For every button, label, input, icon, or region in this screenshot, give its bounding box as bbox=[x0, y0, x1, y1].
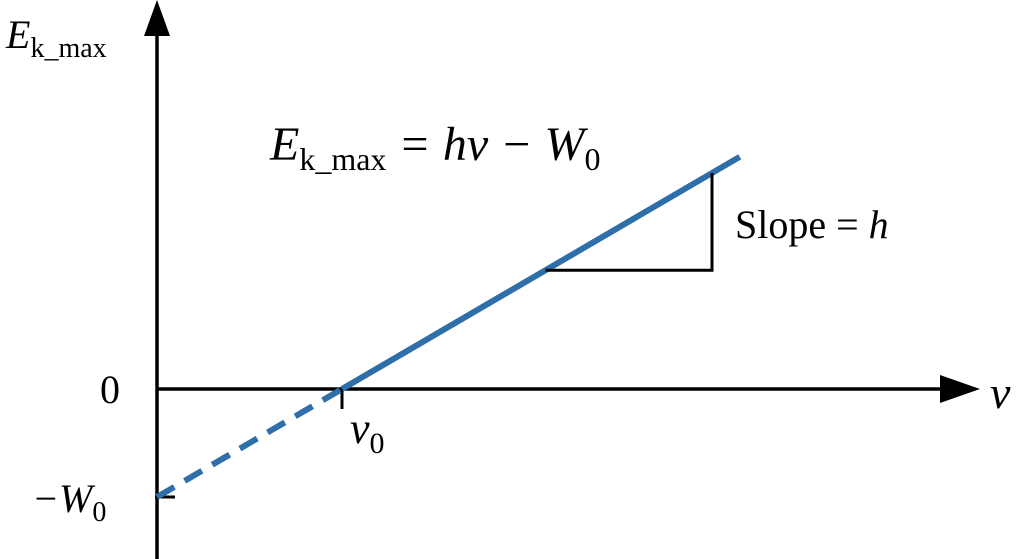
y-axis-label: Ek_max bbox=[5, 12, 107, 64]
series-line-dashed bbox=[155, 386, 344, 500]
y-tick-label-zero: 0 bbox=[100, 367, 120, 412]
y-tick-label-intercept-main: −W bbox=[32, 476, 96, 521]
y-tick-label-intercept: −W0 bbox=[32, 476, 106, 528]
y-axis-label-sub: k_max bbox=[30, 33, 106, 64]
slope-triangle bbox=[545, 173, 714, 272]
equation-lhs-sub: k_max bbox=[299, 141, 386, 177]
series-line-solid bbox=[340, 154, 742, 392]
slope-annotation-text: Slope = bbox=[735, 202, 869, 247]
equation-label: Ek_max = hν − W0 bbox=[269, 118, 601, 177]
x-tick-label-threshold-sub: 0 bbox=[370, 427, 385, 460]
slope-annotation: Slope = h bbox=[735, 202, 889, 247]
slope-annotation-italic: h bbox=[869, 202, 889, 247]
x-axis-label: ν bbox=[990, 367, 1011, 418]
equation-rhs-sub: 0 bbox=[585, 141, 601, 177]
x-tick-label-threshold: ν0 bbox=[350, 404, 385, 460]
y-axis-arrow bbox=[144, 0, 170, 36]
equation-lhs-main: E bbox=[269, 118, 299, 171]
x-axis-arrow bbox=[940, 375, 980, 403]
x-tick-label-threshold-main: ν bbox=[350, 404, 370, 453]
y-tick-label-intercept-sub: 0 bbox=[92, 497, 106, 528]
equation-rhs: = hν − W bbox=[386, 118, 588, 171]
y-axis-label-main: E bbox=[5, 12, 30, 57]
